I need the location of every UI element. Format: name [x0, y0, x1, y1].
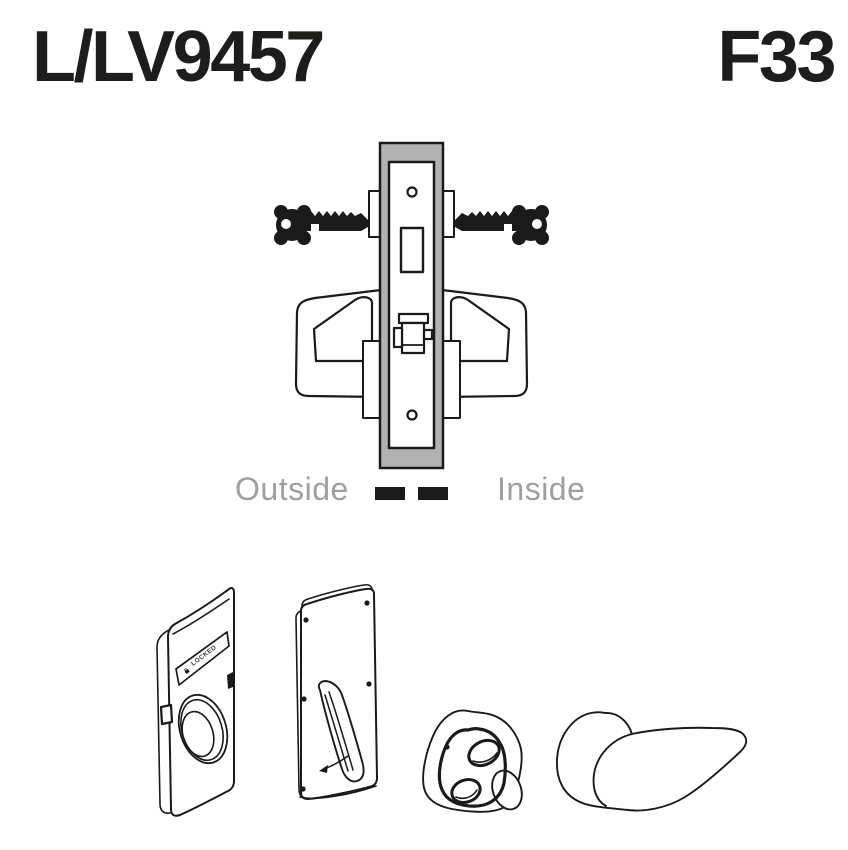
- outside-assembly: [272, 189, 383, 420]
- padlock-icon: [184, 668, 190, 674]
- faceplate-screw-top: [406, 186, 418, 198]
- inside-escutcheon-drawing: [295, 583, 378, 800]
- rotation-arrow: [319, 755, 349, 773]
- lock-faceplate: [387, 160, 436, 450]
- edge-tab: [159, 703, 174, 726]
- door-dash-left: [375, 487, 405, 500]
- inside-assembly: [440, 189, 551, 420]
- turn-piece-drawing: [422, 709, 523, 813]
- door-dash-right: [418, 487, 448, 500]
- function-code: F33: [717, 17, 836, 97]
- outside-escutcheon-drawing: [156, 587, 235, 817]
- edge-notch: [227, 672, 233, 689]
- lever-handle-drawing: [556, 711, 748, 812]
- page-title-model: L/LV9457: [32, 17, 325, 97]
- inside-label: Inside: [497, 471, 586, 507]
- latch-hub-assembly: [392, 312, 434, 355]
- cylinder-opening: [399, 226, 425, 274]
- mortise-lock-diagram: [272, 141, 551, 500]
- spindle-boss: [491, 769, 523, 811]
- outside-label: Outside: [235, 471, 349, 507]
- components-row: [156, 583, 748, 817]
- thumbturn: [317, 680, 365, 783]
- mounting-screws: [300, 600, 372, 792]
- faceplate-screw-bottom: [406, 409, 418, 421]
- cylinder-boss: [177, 693, 229, 765]
